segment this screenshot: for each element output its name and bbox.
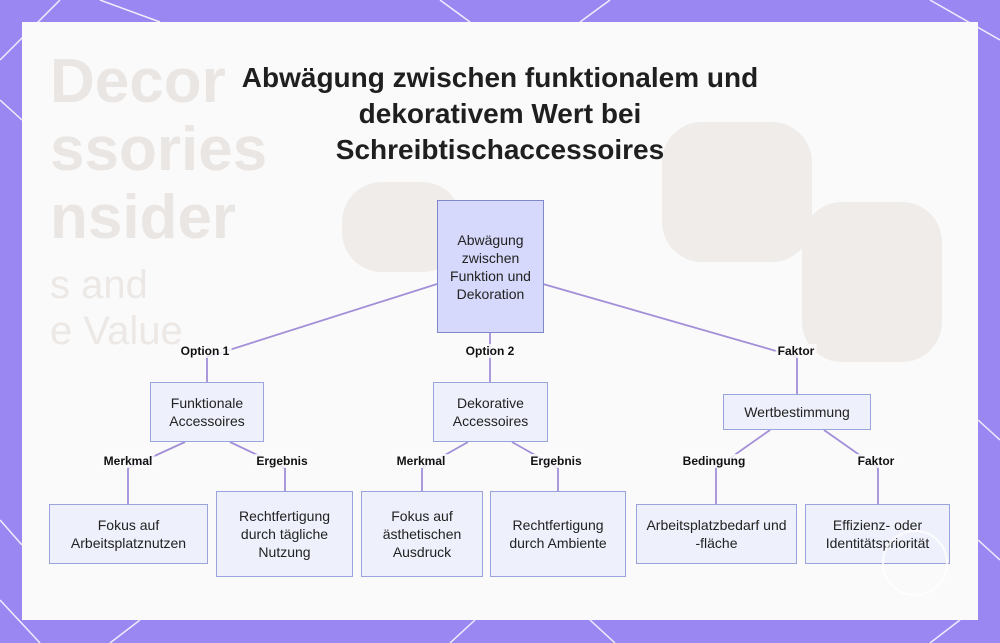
edge-label-deco-outcome: Ergebnis bbox=[528, 454, 583, 468]
functional-result-node: Rechtfertigung durch tägliche Nutzung bbox=[216, 491, 353, 577]
edge-label-deco-feature: Merkmal bbox=[395, 454, 448, 468]
edge-functional-focus bbox=[128, 442, 185, 504]
decorative-accessories-node: Dekorative Accessoires bbox=[433, 382, 548, 442]
value-determination-node: Wertbestimmung bbox=[723, 394, 871, 430]
functional-accessories-node: Funktionale Accessoires bbox=[150, 382, 264, 442]
watermark-logo bbox=[882, 530, 948, 596]
node-label: Arbeitsplatzbedarf und -fläche bbox=[645, 516, 788, 552]
root-node: Abwägung zwischen Funktion und Dekoratio… bbox=[437, 200, 544, 333]
edge-label-func-feature: Merkmal bbox=[102, 454, 155, 468]
node-label: Wertbestimmung bbox=[744, 403, 850, 421]
node-label: Rechtfertigung durch Ambiente bbox=[499, 516, 617, 552]
node-label: Fokus auf Arbeitsplatznutzen bbox=[58, 516, 199, 552]
edge-label-option2: Option 2 bbox=[464, 344, 517, 358]
edge-root-functional bbox=[207, 284, 437, 382]
node-label: Rechtfertigung durch tägliche Nutzung bbox=[225, 507, 344, 561]
edge-label-condition: Bedingung bbox=[681, 454, 748, 468]
root-node-label: Abwägung zwischen Funktion und Dekoratio… bbox=[446, 231, 535, 303]
decorative-focus-node: Fokus auf ästhetischen Ausdruck bbox=[361, 491, 483, 577]
node-label: Funktionale Accessoires bbox=[159, 394, 255, 430]
functional-focus-node: Fokus auf Arbeitsplatznutzen bbox=[49, 504, 208, 564]
edge-label-factor-top: Faktor bbox=[776, 344, 817, 358]
decorative-result-node: Rechtfertigung durch Ambiente bbox=[490, 491, 626, 577]
edge-label-func-outcome: Ergebnis bbox=[254, 454, 309, 468]
node-label: Fokus auf ästhetischen Ausdruck bbox=[370, 507, 474, 561]
edge-label-factor-bottom: Faktor bbox=[856, 454, 897, 468]
edge-label-option1: Option 1 bbox=[179, 344, 232, 358]
value-condition-node: Arbeitsplatzbedarf und -fläche bbox=[636, 504, 797, 564]
edge-root-value bbox=[543, 284, 797, 394]
node-label: Dekorative Accessoires bbox=[442, 394, 539, 430]
